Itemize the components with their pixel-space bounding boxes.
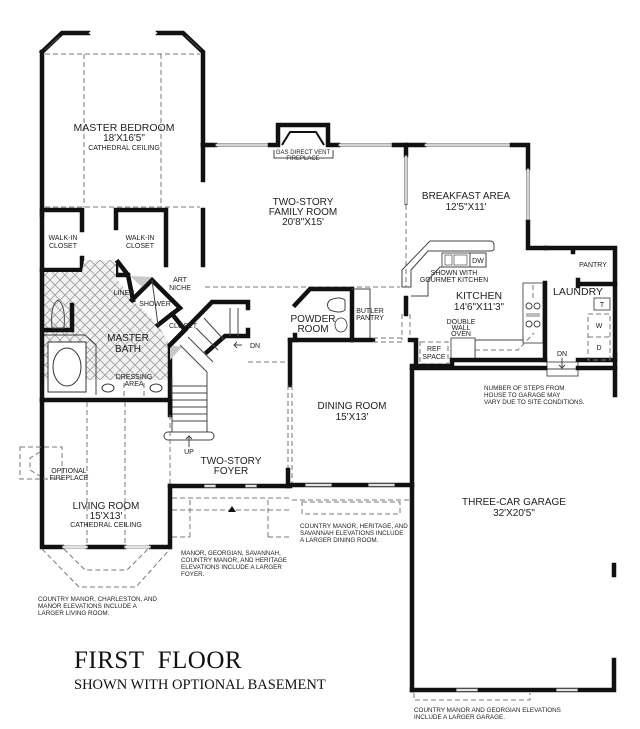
walk-in-closet-1-line1: WALK-IN bbox=[49, 235, 78, 242]
master-bedroom: MASTER BEDROOM 18'X16'5" CATHEDRAL CEILI… bbox=[38, 30, 206, 218]
kitchen-label: KITCHEN bbox=[456, 290, 502, 302]
living-note-line3: LARGER LIVING ROOM. bbox=[38, 610, 110, 617]
powder-room-line2: ROOM bbox=[297, 324, 328, 335]
master-bath-line2: BATH bbox=[115, 344, 141, 355]
living-room-note: CATHEDRAL CEILING bbox=[70, 522, 142, 529]
foyer-note-line3: ELEVATIONS INCLUDE A LARGER bbox=[181, 564, 282, 571]
powder-room-line1: POWDER bbox=[291, 314, 336, 325]
steps-note-line2: HOUSE TO GARAGE MAY bbox=[484, 392, 561, 399]
master-bedroom-size: 18'X16'5" bbox=[103, 133, 145, 144]
optional-fireplace-line2: FIREPLACE bbox=[50, 475, 89, 482]
kitchen-note-line1: SHOWN WITH bbox=[431, 270, 478, 277]
laundry-label: LAUNDRY bbox=[553, 286, 603, 298]
family-room: GAS DIRECT VENT FIREPLACE TWO-STORY FAMI… bbox=[200, 122, 427, 288]
powder-room: POWDER ROOM BUTLER PANTRY bbox=[248, 286, 402, 363]
walk-in-closet-2-line2: CLOSET bbox=[126, 243, 155, 250]
three-car-garage: THREE-CAR GARAGE 32'X20'5" NUMBER OF STE… bbox=[409, 352, 618, 721]
master-bedroom-note: CATHEDRAL CEILING bbox=[88, 145, 160, 152]
oven-line2: WALL bbox=[452, 325, 471, 332]
foyer-note-line1: MANOR, GEORGIAN, SAVANNAH, bbox=[181, 550, 281, 557]
garage-size: 32'X20'5" bbox=[493, 508, 535, 519]
walk-in-closet-2-line1: WALK-IN bbox=[126, 235, 155, 242]
foyer-note-line4: FOYER. bbox=[181, 571, 205, 578]
living-room-size: 15'X13' bbox=[90, 511, 123, 522]
oven-line1: DOUBLE bbox=[447, 319, 476, 326]
butler-pantry-line1: BUTLER bbox=[356, 308, 384, 315]
dining-room: DINING ROOM 15'X13' COUNTRY MANOR, HERIT… bbox=[287, 337, 415, 693]
breakfast-area-size: 12'5"X11' bbox=[445, 202, 486, 213]
steps-note-line3: VARY DUE TO SITE CONDITIONS. bbox=[484, 399, 585, 406]
title-block: FIRST FLOOR SHOWN WITH OPTIONAL BASEMENT bbox=[74, 648, 326, 694]
art-niche-line1: ART bbox=[173, 277, 188, 284]
walk-in-closets: WALK-IN CLOSET WALK-IN CLOSET bbox=[39, 207, 169, 278]
foyer-note-line2: COUNTRY MANOR, AND HERITAGE bbox=[181, 557, 287, 564]
shower-label: SHOWER bbox=[139, 301, 171, 308]
oven-line3: OVEN bbox=[451, 331, 471, 338]
dining-note-line1: COUNTRY MANOR, HERITAGE, AND bbox=[300, 523, 408, 530]
master-bedroom-label: MASTER BEDROOM bbox=[74, 122, 175, 134]
washer-label: W bbox=[596, 323, 603, 330]
linen-label: LINEN bbox=[114, 290, 135, 297]
living-room-label: LIVING ROOM bbox=[73, 501, 140, 512]
stairs-up-label: UP bbox=[184, 449, 194, 456]
kitchen-note-line2: GOURMET KITCHEN bbox=[420, 277, 488, 284]
garage-note-line2: INCLUDE A LARGER GARAGE. bbox=[414, 714, 505, 721]
family-room-line2: FAMILY ROOM bbox=[269, 207, 338, 218]
garage-label: THREE-CAR GARAGE bbox=[462, 497, 566, 508]
dryer-label: D bbox=[596, 345, 601, 352]
garage-note-line1: COUNTRY MANOR AND GEORGIAN ELEVATIONS bbox=[414, 707, 561, 714]
butler-pantry-line2: PANTRY bbox=[356, 315, 384, 322]
master-bath-line1: MASTER bbox=[107, 333, 149, 344]
fireplace-line1: GAS DIRECT VENT bbox=[276, 150, 331, 156]
laundry-dn-label: DN bbox=[557, 351, 567, 358]
foyer-line1: TWO-STORY bbox=[201, 456, 262, 467]
ref-space-line2: SPACE bbox=[422, 354, 446, 361]
master-bath: MASTER BATH DRESSING AREA LINEN SHOWER A… bbox=[39, 258, 198, 403]
breakfast-area-label: BREAKFAST AREA bbox=[422, 191, 511, 202]
pantry-label: PANTRY bbox=[579, 262, 607, 269]
pantry-laundry: PANTRY LAUNDRY T W D DN bbox=[542, 245, 618, 377]
family-room-size: 20'8"X15' bbox=[282, 217, 324, 228]
dressing-area-line2: AREA bbox=[124, 381, 143, 388]
stairs-down-label: DN bbox=[250, 343, 260, 350]
family-room-line1: TWO-STORY bbox=[273, 197, 334, 208]
kitchen-size: 14'6"X11'3" bbox=[454, 302, 505, 313]
walk-in-closet-1-line2: CLOSET bbox=[49, 243, 78, 250]
dining-room-size: 15'X13' bbox=[336, 412, 369, 423]
breakfast-area: BREAKFAST AREA 12'5"X11' bbox=[403, 142, 549, 287]
two-story-foyer: TWO-STORY FOYER MANOR, GEORGIAN, SAVANNA… bbox=[167, 456, 293, 578]
staircase: DN UP bbox=[163, 299, 260, 456]
optional-fireplace-line1: OPTIONAL bbox=[51, 468, 87, 475]
dishwasher-label: DW bbox=[472, 258, 484, 265]
dining-room-label: DINING ROOM bbox=[318, 401, 387, 412]
ref-space-line1: REF bbox=[427, 346, 441, 353]
foyer-line2: FOYER bbox=[214, 466, 248, 477]
dining-note-line3: A LARGER DINING ROOM. bbox=[300, 537, 379, 544]
dining-note-line2: SAVANNAH ELEVATIONS INCLUDE bbox=[300, 530, 403, 537]
dressing-area-line1: DRESSING bbox=[116, 374, 153, 381]
floor-title: FIRST FLOOR bbox=[74, 647, 243, 674]
laundry-toilet-label: T bbox=[600, 302, 605, 309]
living-room: OPTIONAL FIREPLACE LIVING ROOM 15'X13' C… bbox=[19, 397, 173, 617]
fireplace-line2: FIREPLACE bbox=[286, 156, 319, 162]
closet-label: CLOSET bbox=[169, 323, 198, 330]
living-note-line1: COUNTRY MANOR, CHARLESTON, AND bbox=[38, 596, 157, 603]
kitchen: DW SHOWN WITH GOURMET KITCHEN KITCHEN 14… bbox=[401, 240, 548, 369]
living-note-line2: MANOR ELEVATIONS INCLUDE A bbox=[38, 603, 138, 610]
steps-note-line1: NUMBER OF STEPS FROM bbox=[484, 385, 564, 392]
floor-subtitle: SHOWN WITH OPTIONAL BASEMENT bbox=[74, 677, 326, 693]
art-niche-line2: NICHE bbox=[169, 285, 191, 292]
